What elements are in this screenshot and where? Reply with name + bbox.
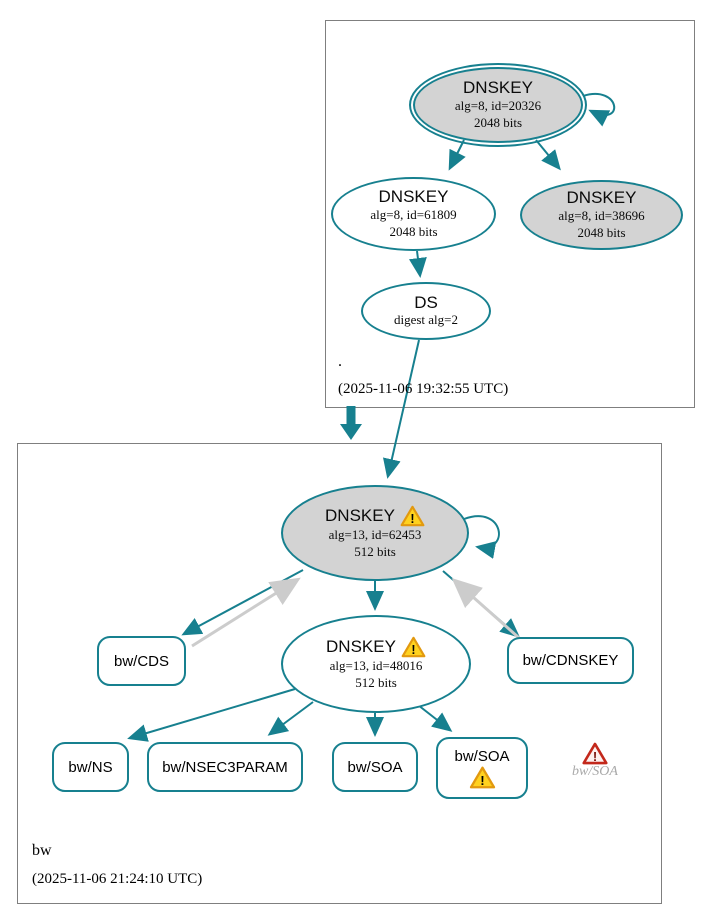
node-alg-id: alg=8, id=61809 bbox=[370, 206, 457, 222]
node-label: bw/NSEC3PARAM bbox=[162, 758, 288, 776]
node-alg-id: alg=13, id=62453 bbox=[328, 527, 422, 543]
node-bw-soa-error[interactable]: ! bbox=[582, 742, 608, 765]
node-label: bw/NS bbox=[68, 758, 113, 776]
zone-timestamp-bw: (2025-11-06 21:24:10 UTC) bbox=[32, 871, 203, 887]
node-title: DNSKEY bbox=[378, 187, 449, 207]
node-dnskey-48016[interactable]: DNSKEY ! alg=13, id=48016 512 bits bbox=[281, 615, 471, 713]
svg-text:!: ! bbox=[593, 749, 597, 764]
node-title: DNSKEY bbox=[566, 188, 637, 208]
node-dnskey-62453[interactable]: DNSKEY ! alg=13, id=62453 512 bits bbox=[281, 485, 469, 581]
zone-box-bw bbox=[17, 443, 662, 904]
node-digest: digest alg=2 bbox=[393, 312, 459, 328]
node-label: bw/CDS bbox=[113, 652, 169, 670]
svg-text:!: ! bbox=[480, 773, 484, 788]
node-bits: 2048 bits bbox=[473, 114, 523, 130]
node-dnskey-20326[interactable]: DNSKEY alg=8, id=20326 2048 bits bbox=[409, 63, 587, 147]
node-alg-id: alg=8, id=38696 bbox=[558, 207, 645, 223]
svg-text:!: ! bbox=[410, 512, 414, 526]
node-bits: 512 bits bbox=[354, 544, 396, 559]
node-title: DNSKEY ! bbox=[325, 505, 425, 527]
node-label: bw/SOA bbox=[454, 747, 510, 765]
node-bits: 2048 bits bbox=[577, 224, 626, 240]
zone-timestamp-root: (2025-11-06 19:32:55 UTC) bbox=[338, 381, 509, 397]
node-bw-cds[interactable]: bw/CDS bbox=[97, 636, 186, 686]
error-node-label: bw/SOA bbox=[572, 764, 618, 779]
node-alg-id: alg=13, id=48016 bbox=[329, 658, 423, 674]
warning-icon: ! bbox=[401, 636, 426, 658]
node-title: DS bbox=[414, 292, 438, 312]
node-bw-cdnskey[interactable]: bw/CDNSKEY bbox=[507, 637, 634, 684]
node-dnskey-20326-inner: DNSKEY alg=8, id=20326 2048 bits bbox=[413, 67, 583, 143]
node-label: bw/SOA bbox=[347, 758, 403, 776]
node-bits: 512 bits bbox=[355, 675, 397, 690]
node-bw-nsec3param[interactable]: bw/NSEC3PARAM bbox=[147, 742, 303, 792]
zone-name-bw: bw bbox=[32, 842, 52, 859]
delegation-arrow bbox=[340, 406, 362, 440]
node-dnskey-61809[interactable]: DNSKEY alg=8, id=61809 2048 bits bbox=[331, 177, 496, 251]
node-bw-ns[interactable]: bw/NS bbox=[52, 742, 129, 792]
warning-icon: ! bbox=[469, 766, 495, 788]
zone-name-root: . bbox=[338, 353, 342, 370]
warning-icon: ! bbox=[400, 505, 425, 527]
node-ds[interactable]: DS digest alg=2 bbox=[361, 282, 491, 340]
node-label: bw/CDNSKEY bbox=[522, 652, 619, 669]
node-alg-id: alg=8, id=20326 bbox=[454, 97, 542, 113]
svg-text:!: ! bbox=[411, 643, 415, 657]
error-icon: ! bbox=[582, 742, 608, 765]
node-dnskey-38696[interactable]: DNSKEY alg=8, id=38696 2048 bits bbox=[520, 180, 683, 250]
node-title: DNSKEY bbox=[463, 78, 533, 98]
node-bits: 2048 bits bbox=[389, 223, 438, 239]
node-bw-soa[interactable]: bw/SOA bbox=[332, 742, 418, 792]
node-bw-soa-warning[interactable]: bw/SOA ! bbox=[436, 737, 528, 799]
zone-box-root bbox=[325, 20, 695, 408]
node-title: DNSKEY ! bbox=[326, 636, 426, 658]
